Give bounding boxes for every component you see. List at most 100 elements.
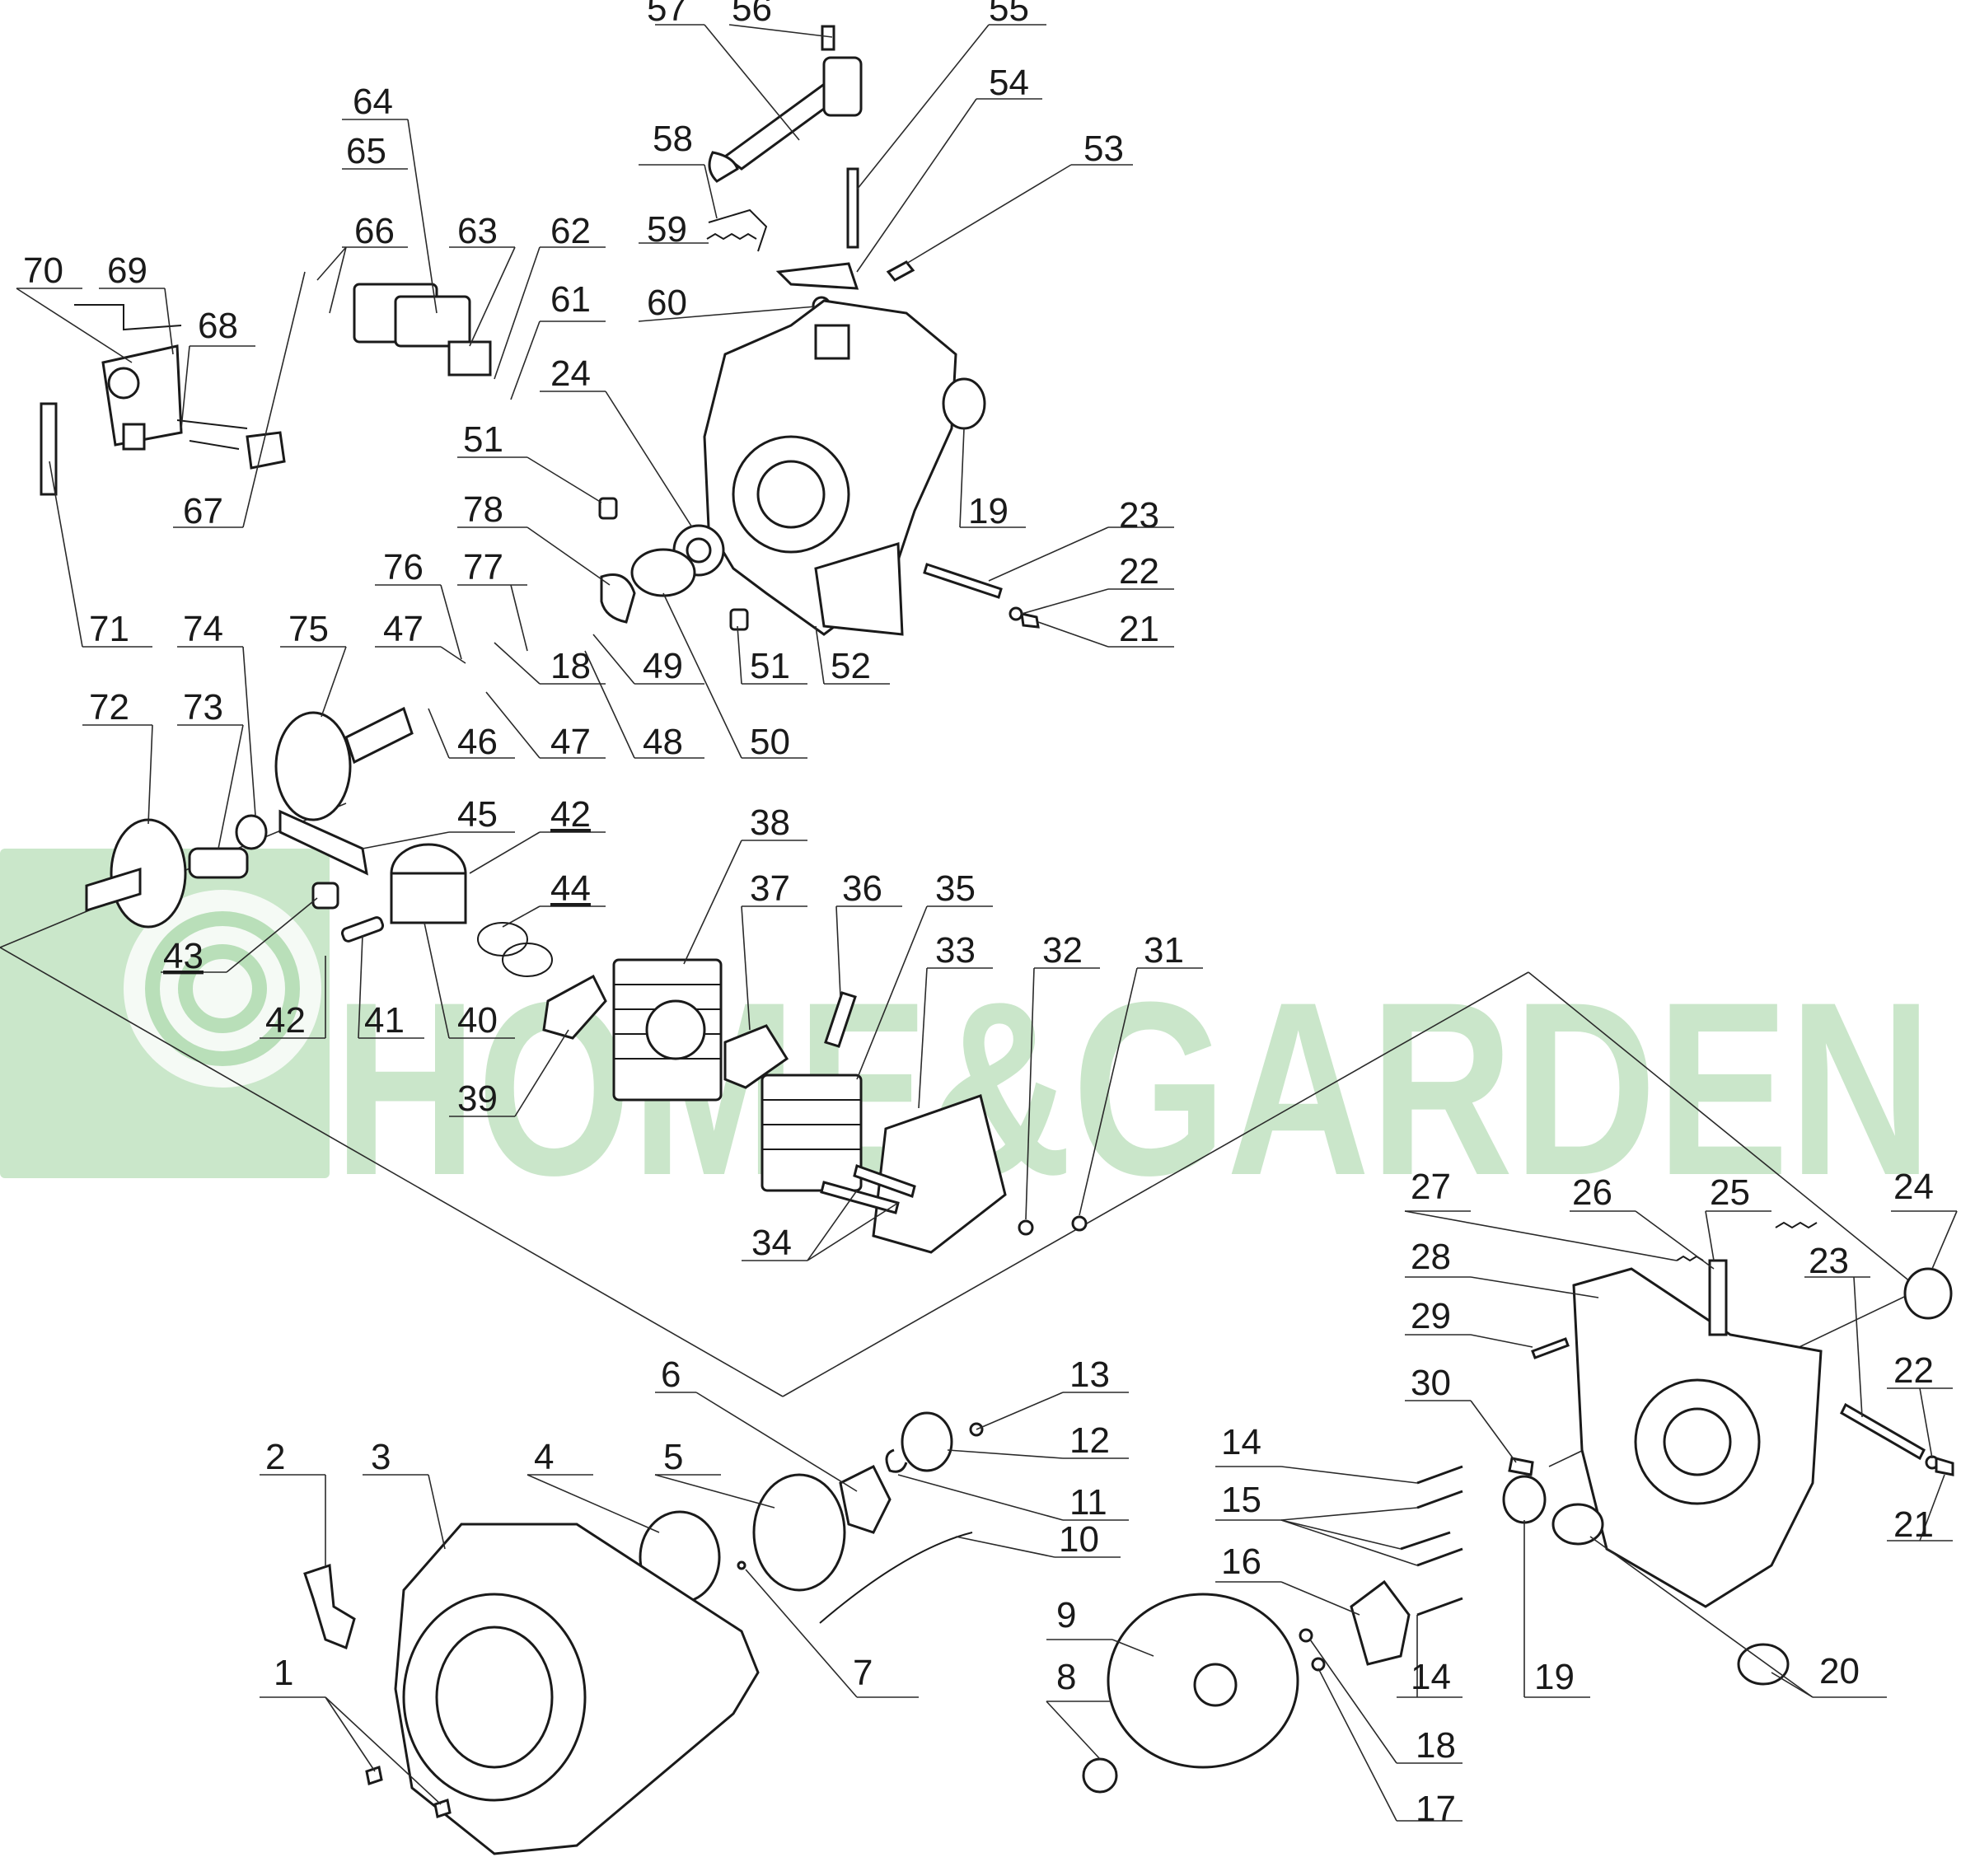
callout-label-8: 8 [1056,1657,1076,1697]
callout-label-39: 39 [457,1078,498,1119]
callout-label-58: 58 [653,119,693,159]
callout-49: 49 [592,634,704,686]
callout-70: 70 [16,250,133,363]
callout-17: 17 [1317,1668,1463,1829]
callout-20: 20 [1589,1536,1887,1698]
callout-55: 55 [856,0,1046,190]
callout-label-27: 27 [1411,1167,1451,1207]
callout-label-60: 60 [647,283,687,323]
callout-73: 73 [177,687,244,849]
bearing-74 [235,814,268,850]
seal-19-upper [942,377,986,430]
ignition-coil [708,25,863,183]
callout-label-22b: 22 [1893,1350,1934,1391]
callout-31: 31 [1079,930,1203,1216]
callout-label-22a: 22 [1119,551,1159,592]
callout-65: 65 [342,131,408,171]
callout-label-52: 52 [831,646,871,686]
callout-34: 34 [742,1190,899,1263]
dowel-pin-51-lower [729,608,749,631]
callout-label-75: 75 [288,609,329,649]
callout-label-42b: 42 [265,1000,306,1041]
callout-label-43: 43 [163,936,204,976]
callout-19a: 19 [959,428,1026,531]
callout-2: 2 [260,1437,326,1565]
callout-label-51b: 51 [750,646,790,686]
callout-label-47b: 47 [550,722,591,762]
callout-label-13: 13 [1069,1354,1110,1395]
callout-label-34: 34 [751,1223,792,1263]
callout-74: 74 [177,609,256,816]
callout-label-31: 31 [1144,930,1184,971]
callout-label-71: 71 [89,609,129,649]
head-gasket-37 [723,1024,789,1089]
clip-78 [600,573,636,624]
callout-58: 58 [639,119,718,219]
callout-23b: 23 [1804,1241,1870,1418]
callout-label-18b: 18 [1416,1725,1456,1766]
callout-label-12: 12 [1069,1420,1110,1461]
callout-label-68: 68 [198,306,238,346]
bolt-34a [820,1181,900,1214]
callout-48: 48 [584,650,704,762]
base-gasket-39 [542,974,607,1040]
callout-label-7: 7 [853,1653,873,1693]
studs-68 [176,419,248,450]
callout-label-66: 66 [354,211,395,251]
callout-1: 1 [260,1653,442,1805]
callout-label-1: 1 [274,1653,293,1693]
callout-label-19b: 19 [1534,1657,1575,1697]
callout-18a: 18 [494,642,606,686]
pawl-6 [839,1464,892,1534]
callout-52: 52 [815,625,890,686]
callouts: 57 56 55 54 53 58 59 60 64 65 66 63 62 6… [16,0,1958,1829]
screw-1a [365,1766,383,1785]
callout-label-5: 5 [663,1437,683,1477]
callout-label-21a: 21 [1119,609,1159,649]
spark-plug [824,991,857,1048]
callout-61: 61 [510,279,606,400]
callout-8: 8 [1046,1657,1112,1760]
callout-32: 32 [1025,930,1100,1220]
callout-9: 9 [1046,1595,1154,1657]
callout-67: 67 [173,271,306,531]
spring-59 [706,232,757,241]
callout-26: 26 [1570,1172,1715,1270]
bearing-24-lower [1903,1267,1953,1320]
callout-42a: 42 [469,794,606,874]
callout-label-3: 3 [371,1437,391,1477]
callout-label-55: 55 [989,0,1029,29]
screw-31 [1071,1215,1088,1232]
callout-25: 25 [1705,1172,1771,1261]
callout-label-67: 67 [183,491,223,531]
bolt-34b [853,1164,916,1198]
carburetor [74,304,183,451]
spring-58 [708,208,768,252]
bolt-23-lower [1840,1402,1926,1461]
callout-51a: 51 [457,419,602,503]
screw-53 [886,260,915,282]
callout-11: 11 [897,1474,1129,1523]
callout-21a: 21 [1037,609,1174,649]
callout-label-30: 30 [1411,1363,1451,1403]
callout-23a: 23 [988,495,1174,582]
throttle-lever [775,262,859,290]
callout-36: 36 [835,868,902,998]
callout-19b: 19 [1523,1520,1590,1698]
callout-label-59: 59 [647,209,687,250]
callout-label-36: 36 [842,868,882,909]
starter-pulley-5 [752,1473,846,1592]
callout-57: 57 [647,0,800,141]
callout-label-76: 76 [383,547,424,587]
dowel-pin-51-upper [598,497,618,520]
callout-45: 45 [362,794,515,849]
callout-label-24a: 24 [550,353,591,394]
reed-63 [447,340,492,377]
callout-label-41: 41 [364,1000,405,1041]
callout-label-78: 78 [463,489,503,530]
callout-label-23b: 23 [1809,1241,1849,1281]
callout-label-10: 10 [1059,1519,1099,1560]
callout-label-73: 73 [183,687,223,727]
